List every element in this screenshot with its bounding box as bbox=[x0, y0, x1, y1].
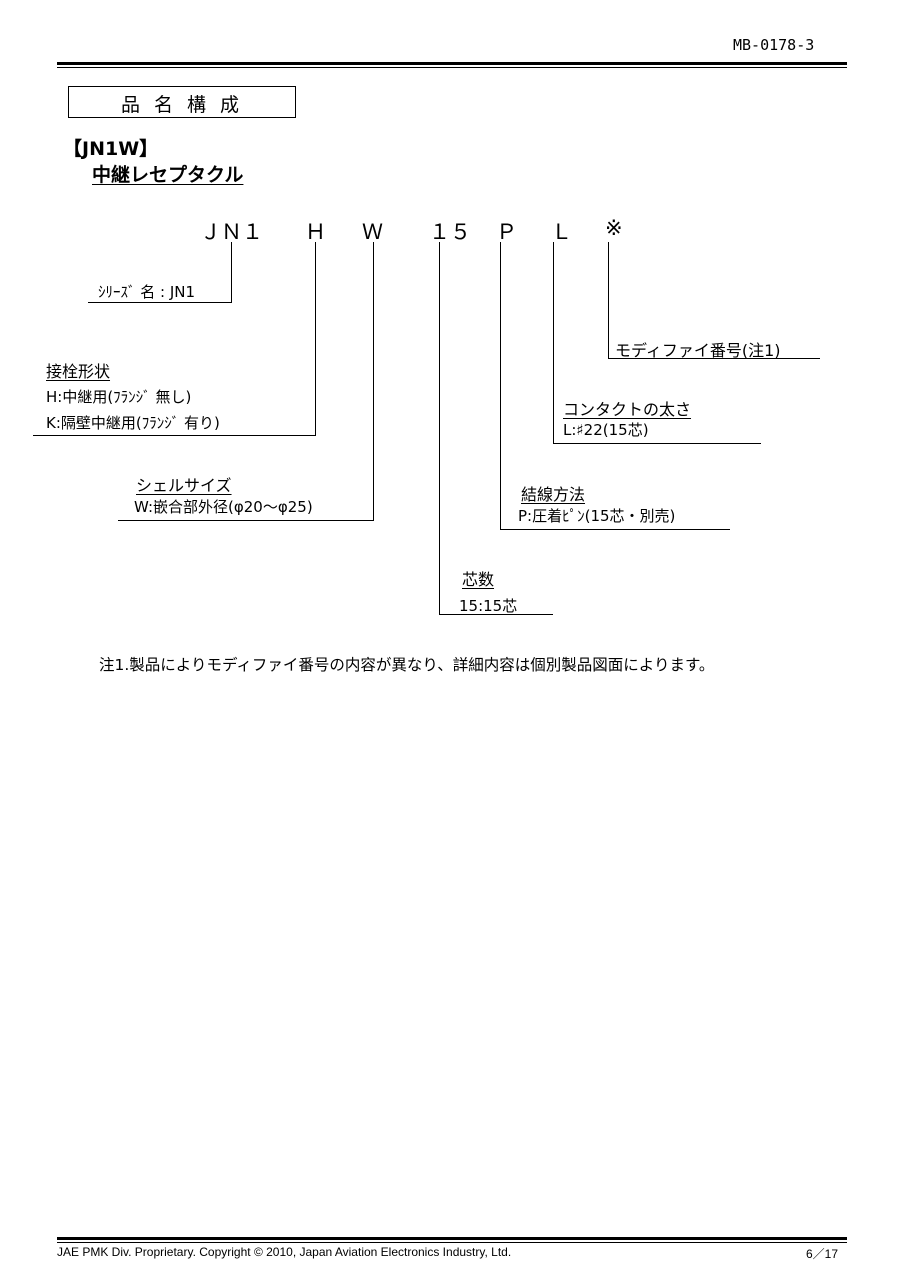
connection-option-h: H:中継用(ﾌﾗﾝｼﾞ 無し) bbox=[46, 388, 192, 406]
footer-rule-thick bbox=[57, 1237, 847, 1240]
connection-title: 接栓形状 bbox=[46, 362, 111, 381]
code-part-p: Ｐ bbox=[496, 220, 517, 244]
leader-termination-horizontal bbox=[500, 529, 730, 530]
contact-title: コンタクトの太さ bbox=[563, 400, 692, 419]
connection-option-k: K:隔壁中継用(ﾌﾗﾝｼﾞ 有り) bbox=[46, 414, 220, 432]
termination-option-p: P:圧着ﾋﾟﾝ(15芯・別売) bbox=[518, 507, 676, 525]
leader-shell-horizontal bbox=[118, 520, 374, 521]
modify-label: モディファイ番号(注1) bbox=[615, 341, 781, 360]
leader-termination-vertical bbox=[500, 242, 501, 529]
note-text: 注1.製品によりモディファイ番号の内容が異なり、詳細内容は個別製品図面によります… bbox=[99, 656, 715, 674]
footer-rule-thin bbox=[57, 1242, 847, 1243]
code-part-modify: ※ bbox=[605, 216, 623, 240]
code-part-jn1: ＪＮ１ bbox=[200, 220, 263, 244]
leader-cores-vertical bbox=[439, 242, 440, 614]
series-label: ｼﾘｰｽﾞ 名 : JN1 bbox=[98, 283, 196, 301]
section-title-box bbox=[68, 86, 296, 118]
contact-option-l: L:♯22(15芯) bbox=[563, 421, 649, 439]
footer-page-number: 6／17 bbox=[806, 1247, 839, 1261]
header-rule-thick bbox=[57, 62, 847, 65]
leader-connection-horizontal bbox=[33, 435, 316, 436]
leader-contact-vertical bbox=[553, 242, 554, 443]
leader-shell-vertical bbox=[373, 242, 374, 520]
leader-modify-horizontal bbox=[608, 358, 820, 359]
footer-copyright: JAE PMK Div. Proprietary. Copyright © 20… bbox=[57, 1245, 512, 1259]
shell-title: シェルサイズ bbox=[136, 476, 232, 495]
termination-title: 結線方法 bbox=[521, 485, 586, 504]
section-title: 品 名 構 成 bbox=[120, 94, 244, 116]
doc-number: MB-0178-3 bbox=[733, 36, 815, 54]
leader-modify-vertical bbox=[608, 242, 609, 358]
leader-series-horizontal bbox=[88, 302, 232, 303]
leader-connection-vertical bbox=[315, 242, 316, 435]
cores-option-15: 15:15芯 bbox=[459, 597, 518, 615]
code-part-w: Ｗ bbox=[362, 220, 383, 244]
leader-series-vertical bbox=[231, 242, 232, 302]
leader-contact-horizontal bbox=[553, 443, 761, 444]
cores-title: 芯数 bbox=[462, 570, 495, 589]
code-part-l: Ｌ bbox=[551, 220, 572, 244]
code-part-15: １５ bbox=[429, 220, 471, 244]
product-name: 中継レセプタクル bbox=[92, 164, 244, 186]
code-part-h: Ｈ bbox=[305, 220, 326, 244]
series-bracket-title: 【JN1W】 bbox=[63, 138, 159, 160]
leader-cores-horizontal bbox=[439, 614, 553, 615]
shell-option-w: W:嵌合部外径(φ20～φ25) bbox=[134, 498, 313, 516]
header-rule-thin bbox=[57, 67, 847, 68]
